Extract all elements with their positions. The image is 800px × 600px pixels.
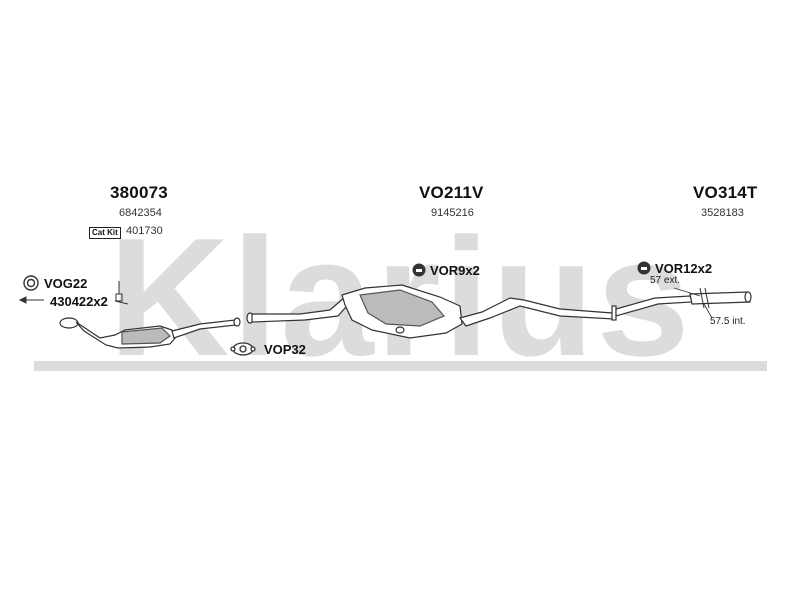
- bolt-arrow-icon: [18, 296, 44, 304]
- sensor-bolt: [114, 281, 129, 305]
- part-number-vo211v[interactable]: VO211V: [419, 183, 484, 202]
- dimension-ext-label: 57 ext.: [650, 275, 681, 286]
- part-number-vo314t[interactable]: VO314T: [693, 183, 758, 202]
- part-number-380073[interactable]: 380073: [110, 183, 168, 202]
- dimension-leaders: [673, 287, 713, 319]
- dimension-int-label: 57.5 int.: [710, 316, 746, 327]
- middle-silencer[interactable]: [246, 284, 615, 339]
- rubber-mount-icon-2: [637, 261, 651, 275]
- oem-number-9145216: 9145216: [431, 207, 474, 219]
- gasket-ring-icon: [23, 275, 39, 291]
- oem-number-6842354: 6842354: [119, 207, 162, 219]
- gasket-ring-label[interactable]: VOG22: [44, 276, 88, 291]
- clamp-label[interactable]: VOP32: [264, 342, 306, 357]
- rubber-mount-label[interactable]: VOR9x2: [430, 263, 480, 278]
- clamp-icon: [230, 342, 256, 356]
- cat-kit-tag: Cat Kit: [89, 227, 121, 239]
- cat-kit-number: 401730: [126, 225, 163, 237]
- oem-number-3528183: 3528183: [701, 207, 744, 219]
- tail-pipe[interactable]: [611, 287, 752, 321]
- rubber-mount-icon: [412, 263, 426, 277]
- bolt-label[interactable]: 430422x2: [50, 294, 108, 309]
- rubber-mount-2-label[interactable]: VOR12x2: [655, 261, 713, 276]
- catalyst-front-pipe[interactable]: [59, 317, 241, 349]
